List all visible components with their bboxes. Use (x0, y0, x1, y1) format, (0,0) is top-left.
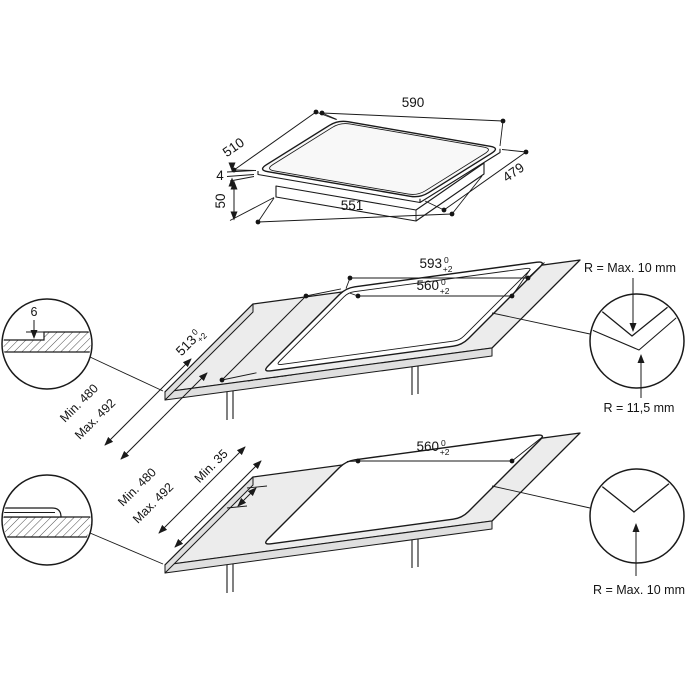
dim-50: 50 (213, 176, 275, 221)
min-35-label: Min. 35 (192, 447, 231, 486)
dim-479-label: 479 (500, 160, 527, 185)
dim-4: 4 (216, 162, 255, 187)
corner-inner-edge (591, 311, 683, 351)
cabinet-sides (226, 539, 419, 593)
detail-circle (589, 293, 685, 389)
dim-551: 551 (255, 175, 483, 225)
recess-depth-label: 6 (31, 305, 38, 319)
worktop-cross-section (3, 331, 91, 353)
detail-edge-profile-surface (1, 474, 164, 566)
detail-corner-radius-surface: R = Max. 10 mm (491, 468, 685, 597)
worktop-cross-section (3, 516, 91, 538)
hidden-edge-dashed (247, 374, 293, 382)
dim-50-label: 50 (213, 193, 228, 208)
corner-outer-edge (598, 301, 675, 337)
dim-4-label: 4 (216, 168, 224, 183)
radius-inner-label: R = 11,5 mm (604, 401, 675, 415)
worktop-end-face (164, 303, 254, 401)
radius-outer-label: R = Max. 10 mm (584, 261, 676, 275)
glass-thickness-edge (257, 148, 501, 204)
hob-glass-top (261, 120, 497, 198)
dim-590-label: 590 (402, 95, 425, 110)
cabinet-sides (226, 366, 419, 420)
detail-circle (589, 468, 685, 564)
detail-corner-radius-flush: R = Max. 10 mm R = 11,5 mm (491, 261, 685, 415)
corner-edge (598, 477, 677, 513)
radius-label: R = Max. 10 mm (593, 583, 685, 597)
dim-590: 590 (319, 95, 506, 147)
dim-510-label: 510 (220, 135, 247, 160)
detail-edge-profile-flush: 6 (1, 298, 164, 392)
dim-551-label: 551 (341, 198, 364, 213)
hob-product-view: 590 510 479 4 50 (213, 95, 529, 225)
worktop-end-face (164, 476, 254, 574)
